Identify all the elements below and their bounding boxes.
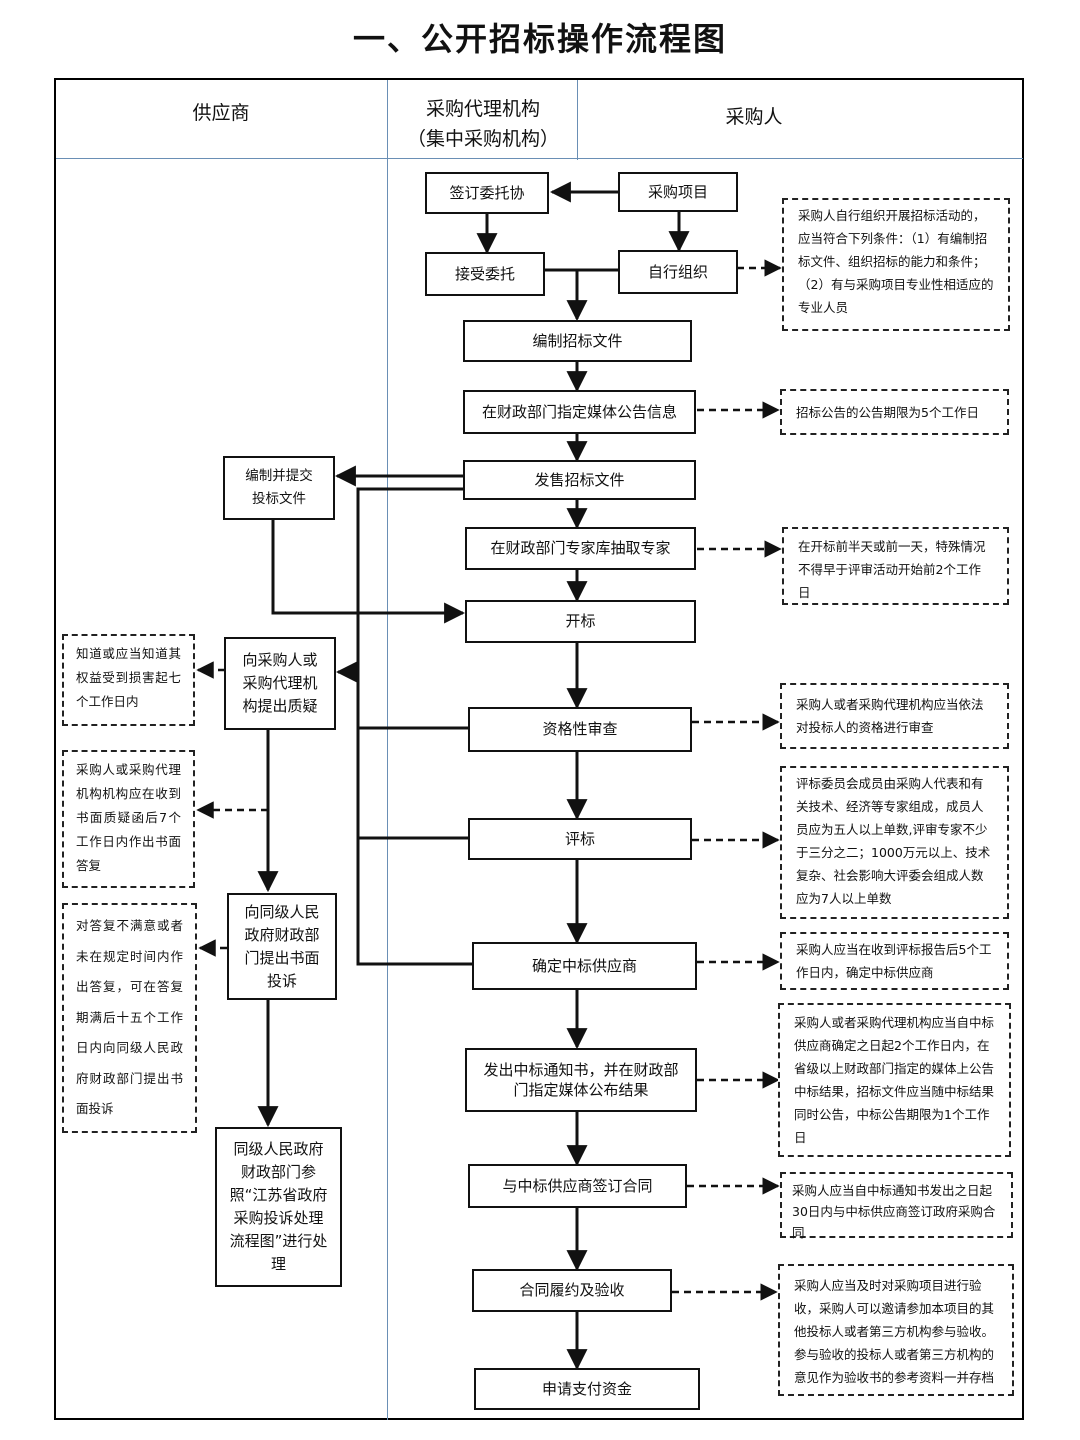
lane-divider	[577, 80, 578, 160]
lane-divider	[387, 80, 388, 1420]
lane-supplier: 供应商	[192, 102, 250, 124]
flowchart-frame	[54, 78, 1024, 1420]
announce-period-note: 招标公告的公告期限为5个工作日	[780, 389, 1009, 435]
publish-note: 采购人或者采购代理机构应当自中标供应商确定之日起2个工作日内，在省级以上财政部门…	[778, 1003, 1011, 1157]
page-title: 一、公开招标操作流程图	[352, 20, 727, 58]
prepare-docs-box: 编制招标文件	[463, 320, 692, 362]
committee-note: 评标委员会成员由采购人代表和有关技术、经济等专家组成，成员人员应为五人以上单数,…	[780, 766, 1009, 919]
raise-query-box: 向采购人或采购代理机构提出质疑	[224, 637, 336, 730]
extract-experts-box: 在财政部门专家库抽取专家	[465, 527, 696, 570]
lane-header-divider	[56, 158, 1023, 159]
prepare-bid-box: 编制并提交投标文件	[223, 456, 335, 520]
query-time-note: 知道或应当知道其权益受到损害起七个工作日内	[62, 634, 195, 726]
perform-accept-box: 合同履约及验收	[472, 1269, 672, 1312]
confirm-time-note: 采购人应当在收到评标报告后5个工作日内，确定中标供应商	[780, 932, 1009, 990]
lane-agency: 采购代理机构 （集中采购机构）	[389, 94, 577, 154]
qualification-box: 资格性审查	[468, 707, 692, 752]
purchase-project-box: 采购项目	[618, 172, 738, 212]
contract-time-note: 采购人应当自中标通知书发出之日起30日内与中标供应商签订政府采购合同	[780, 1172, 1013, 1240]
self-organize-box: 自行组织	[618, 250, 738, 294]
sell-docs-box: 发售招标文件	[463, 460, 696, 500]
arrow-bid-to-open	[271, 520, 466, 624]
reply-time-note: 采购人或采购代理机构机构应在收到书面质疑函后7个工作日内作出书面答复	[62, 750, 195, 888]
evaluate-box: 评标	[468, 818, 692, 860]
lane-agency-line2: （集中采购机构）	[406, 128, 559, 150]
lane-agency-line1: 采购代理机构	[425, 98, 540, 120]
self-org-note: 采购人自行组织开展招标活动的，应当符合下列条件：（1）有编制招标文件、组织招标的…	[782, 198, 1010, 331]
expert-time-note: 在开标前半天或前一天，特殊情况不得早于评审活动开始前2个工作日	[782, 527, 1009, 605]
complain-time-note: 对答复不满意或者未在规定时间内作出答复，可在答复期满后十五个工作日内向同级人民政…	[62, 903, 197, 1133]
complain-box: 向同级人民政府财政部门提出书面投诉	[227, 893, 337, 1000]
lane-purchaser: 采购人	[725, 106, 783, 128]
sign-contract-box: 签订委托协	[425, 172, 549, 214]
apply-payment-box: 申请支付资金	[474, 1368, 700, 1410]
handle-box: 同级人民政府财政部门参照“江苏省政府采购投诉处理流程图”进行处理	[215, 1127, 342, 1287]
accept-entrust-box: 接受委托	[425, 252, 545, 296]
issue-notice-box: 发出中标通知书，并在财政部门指定媒体公布结果	[465, 1048, 697, 1112]
confirm-winner-box: 确定中标供应商	[472, 942, 697, 990]
open-bid-box: 开标	[465, 600, 696, 643]
sign-with-winner-box: 与中标供应商签订合同	[468, 1164, 687, 1208]
qualification-note: 采购人或者采购代理机构应当依法对投标人的资格进行审查	[780, 683, 1009, 749]
announce-box: 在财政部门指定媒体公告信息	[463, 390, 696, 434]
acceptance-note: 采购人应当及时对采购项目进行验收，采购人可以邀请参加本项目的其他投标人或者第三方…	[778, 1264, 1014, 1396]
